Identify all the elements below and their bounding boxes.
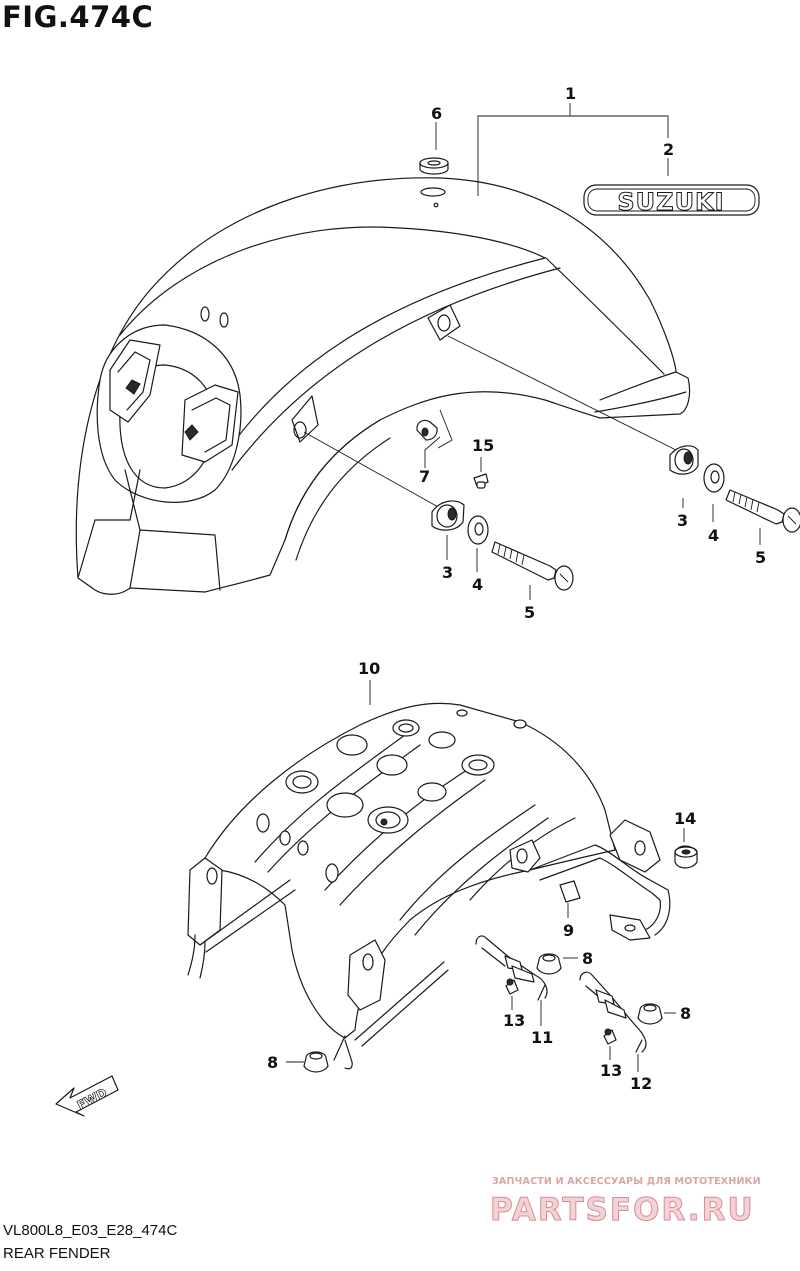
callout-10: 10 xyxy=(358,659,380,678)
clamp-part-12 xyxy=(579,971,647,1053)
diagram-code: VL800L8_E03_E28_474C xyxy=(3,1222,178,1239)
watermark-logo: PARTSFOR.RU xyxy=(490,1192,755,1229)
callout-labels: 1 2 6 15 7 3 4 5 3 4 5 10 14 9 8 8 8 13 … xyxy=(267,84,766,1093)
washer-part-4-right xyxy=(703,463,725,493)
screw-part-13-a xyxy=(505,978,519,995)
callout-8-c: 8 xyxy=(267,1053,278,1072)
callout-3-right: 3 xyxy=(677,511,688,530)
callout-13-a: 13 xyxy=(503,1011,525,1030)
clamp-part-11 xyxy=(475,935,548,1001)
callout-2: 2 xyxy=(663,140,674,159)
bolt-part-5-left xyxy=(491,541,574,591)
callout-5-right: 5 xyxy=(755,548,766,567)
callout-3-left: 3 xyxy=(442,563,453,582)
callout-13-b: 13 xyxy=(600,1061,622,1080)
callout-4-right: 4 xyxy=(708,526,719,545)
diagram-name: REAR FENDER xyxy=(3,1245,111,1262)
grommet-part-6 xyxy=(419,157,449,175)
nut-part-8-b xyxy=(637,1003,663,1025)
callout-12: 12 xyxy=(630,1074,652,1093)
callout-14: 14 xyxy=(674,809,696,828)
callout-1: 1 xyxy=(565,84,576,103)
cushion-part-14 xyxy=(674,845,698,869)
screw-part-15 xyxy=(473,473,489,489)
nut-part-8-a xyxy=(536,953,562,975)
callout-6: 6 xyxy=(431,104,442,123)
leader-lines-lower xyxy=(286,680,685,1072)
figure-title: FIG.474C xyxy=(2,0,154,34)
callout-7: 7 xyxy=(419,467,430,486)
grommet-part-3-right xyxy=(669,445,699,475)
emblem-text: SUZUKI xyxy=(617,188,724,216)
grommet-part-3-left xyxy=(431,500,465,531)
callout-8-a: 8 xyxy=(582,949,593,968)
forward-direction-arrow: FWD xyxy=(55,1075,119,1117)
callout-4-left: 4 xyxy=(472,575,483,594)
watermark-tagline: ЗАПЧАСТИ И АКСЕССУАРЫ ДЛЯ МОТОТЕХНИКИ xyxy=(492,1176,761,1187)
callout-8-b: 8 xyxy=(680,1004,691,1023)
rear-fender xyxy=(75,177,691,595)
tag-part-9 xyxy=(559,880,581,903)
bolt-part-5-right xyxy=(725,489,800,533)
callout-15: 15 xyxy=(472,436,494,455)
callout-9: 9 xyxy=(563,921,574,940)
callout-11: 11 xyxy=(531,1028,553,1047)
suzuki-emblem: SUZUKI xyxy=(583,184,760,217)
cushion-part-7 xyxy=(416,419,438,441)
fender-brace-part-10 xyxy=(187,702,671,1070)
washer-part-4-left xyxy=(467,515,489,545)
callout-5-left: 5 xyxy=(524,603,535,622)
leader-lines-upper xyxy=(303,103,761,600)
nut-part-8-c xyxy=(303,1051,329,1073)
screw-part-13-b xyxy=(603,1028,617,1045)
